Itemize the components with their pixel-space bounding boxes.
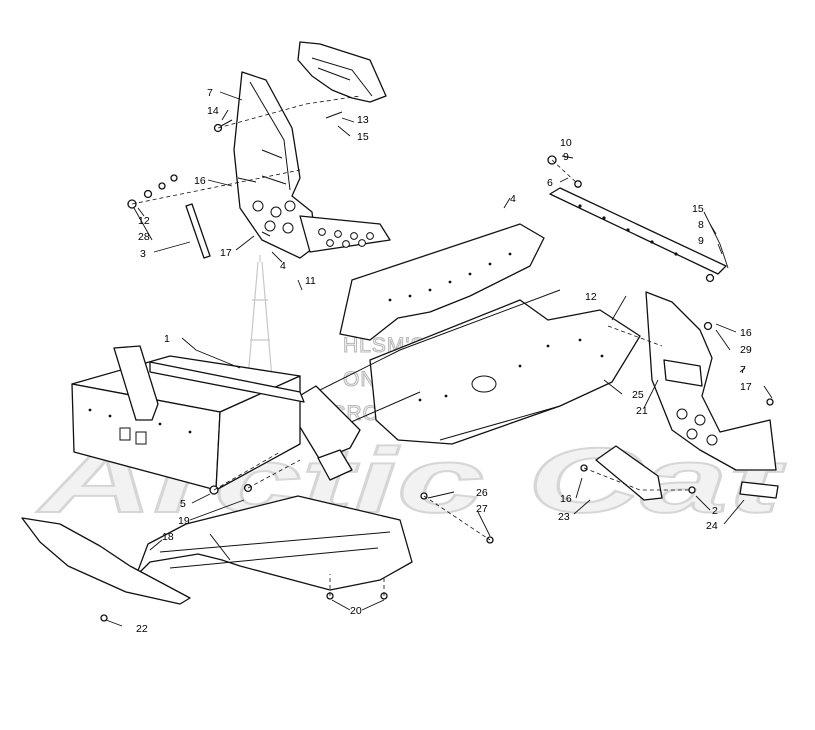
skid-plate-front — [21, 517, 191, 605]
footrest-left-holes — [318, 228, 374, 248]
support-bracket-right — [645, 291, 777, 471]
callout-26: 26 — [476, 487, 488, 499]
callout-4a: 4 — [280, 260, 286, 272]
callout-8: 8 — [698, 219, 704, 231]
callout-11: 11 — [305, 275, 316, 287]
callout-15a: 15 — [357, 131, 369, 143]
frame-rail — [285, 385, 361, 461]
upper-fasteners — [127, 111, 343, 237]
callout-12b: 12 — [585, 291, 597, 303]
leader-lines — [105, 91, 773, 627]
frame-left-side — [339, 223, 545, 341]
callout-17b: 17 — [740, 381, 752, 393]
main-frame — [285, 223, 641, 481]
callout-28: 28 — [138, 231, 150, 243]
callout-13: 13 — [357, 114, 369, 126]
front-frame — [71, 345, 305, 495]
footrest-grate — [663, 359, 703, 387]
callout-7b: 7 — [740, 364, 746, 376]
callout-25: 25 — [632, 389, 644, 401]
assembly-lines — [131, 95, 692, 596]
front-box-slots — [88, 408, 192, 445]
mounting-plate-right — [739, 481, 779, 499]
callout-labels: 1 2 3 4 4 5 6 7 7 8 9 9 10 11 12 12 13 1… — [136, 87, 752, 635]
callout-29: 29 — [740, 344, 752, 356]
callout-2: 2 — [712, 505, 718, 517]
callout-16c: 16 — [560, 493, 572, 505]
callout-17a: 17 — [220, 247, 232, 259]
support-right-holes — [676, 408, 718, 446]
footrest-left — [299, 215, 391, 253]
watermark-lighthouse-icon — [238, 255, 282, 379]
callout-18: 18 — [162, 531, 174, 543]
frame-right-side — [369, 299, 641, 445]
callout-20: 20 — [350, 605, 362, 617]
callout-9b: 9 — [698, 235, 704, 247]
callout-9a: 9 — [563, 151, 569, 163]
callout-23: 23 — [558, 511, 570, 523]
callout-24: 24 — [706, 520, 718, 532]
watermark: Arctic Cat HLSM'S ONLINE MICROFICHE — [36, 255, 787, 533]
footrest-right — [595, 445, 663, 501]
frame-cutout — [471, 375, 497, 393]
callout-6: 6 — [547, 177, 553, 189]
callout-22: 22 — [136, 623, 148, 635]
belly-pan-assembly — [21, 492, 494, 622]
callout-19: 19 — [178, 515, 190, 527]
callout-15b: 15 — [692, 203, 704, 215]
callout-21: 21 — [636, 405, 648, 417]
callout-3: 3 — [140, 248, 146, 260]
watermark-logo: Arctic Cat — [37, 430, 786, 532]
steering-support-assembly — [127, 41, 391, 259]
bumper-tube — [317, 449, 353, 481]
callout-27: 27 — [476, 503, 488, 515]
callout-10: 10 — [560, 137, 572, 149]
support-holes — [252, 200, 296, 234]
front-tube-rail — [149, 361, 305, 403]
callout-16b: 16 — [740, 327, 752, 339]
callout-7a: 7 — [207, 87, 213, 99]
callout-14: 14 — [207, 105, 219, 117]
shaft-holes — [578, 204, 678, 256]
front-bracket-arm — [113, 345, 159, 421]
callout-12a: 12 — [138, 215, 150, 227]
callout-5: 5 — [180, 498, 186, 510]
callout-16a: 16 — [194, 175, 206, 187]
callout-4b: 4 — [510, 193, 516, 205]
steering-shaft — [549, 187, 727, 275]
steering-rod — [185, 203, 211, 259]
steering-post-cover — [297, 41, 387, 103]
callout-1: 1 — [164, 333, 170, 345]
frame-rivets — [388, 252, 604, 402]
